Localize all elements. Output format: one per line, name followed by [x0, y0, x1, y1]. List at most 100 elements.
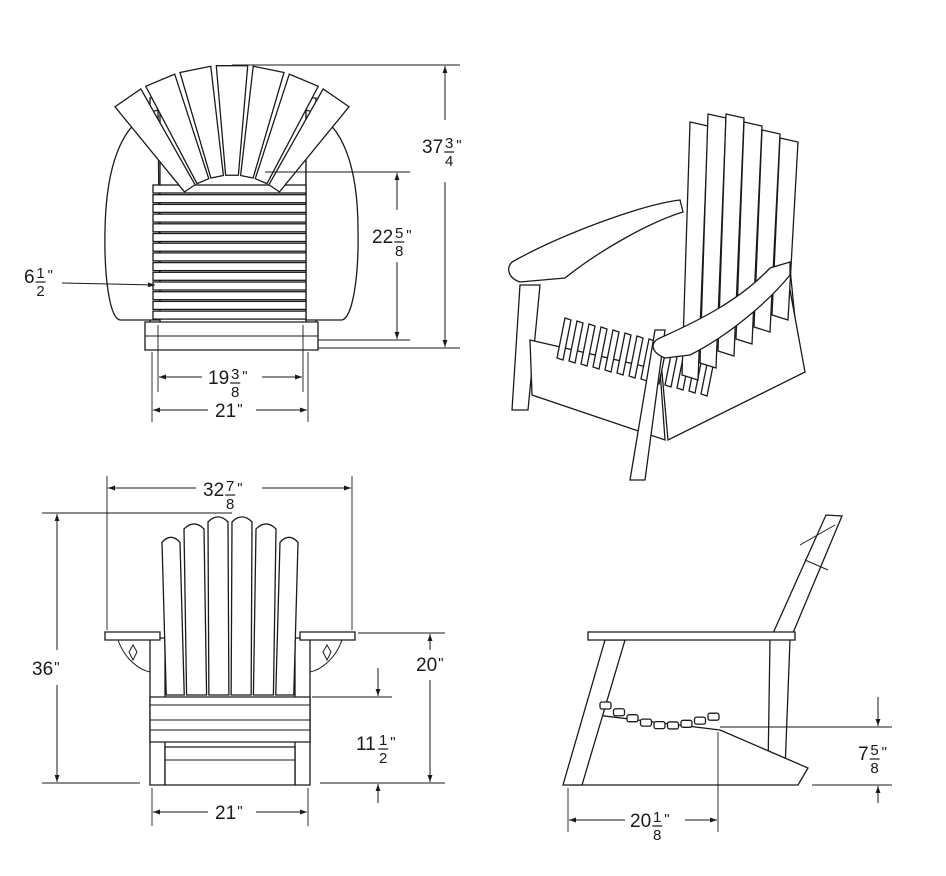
inch-mark: ": [456, 137, 461, 154]
right-arm: [652, 261, 791, 359]
seat-slat: [666, 721, 680, 730]
front-right-leg: [629, 329, 666, 481]
dimension-denominator: 8: [226, 496, 234, 513]
dimension-whole: 11: [356, 734, 376, 755]
dimension-whole: 21: [215, 803, 236, 824]
inch-mark: ": [54, 659, 59, 676]
left-arm: [104, 631, 161, 641]
inch-mark: ": [48, 267, 53, 284]
seat-slat: [152, 271, 307, 281]
dimension-whole: 6: [24, 267, 35, 288]
back-slat: [681, 121, 709, 381]
dimension-numerator: 3: [445, 135, 453, 152]
dimension-denominator: 8: [395, 243, 403, 260]
dimension-whole: 20: [630, 811, 651, 832]
seat-slat: [707, 712, 720, 721]
back-slat: [161, 536, 185, 696]
dimension-whole: 7: [858, 744, 869, 765]
back-slat: [144, 73, 210, 185]
back-slat: [215, 65, 249, 176]
inch-mark: ": [242, 368, 247, 385]
dimension-denominator: 8: [870, 760, 878, 777]
seat-slat: [152, 300, 307, 311]
dimension-label: 21": [215, 401, 243, 422]
dimension-numerator: 3: [231, 366, 239, 383]
inch-mark: ": [237, 803, 242, 820]
dimension-denominator: 8: [231, 384, 239, 401]
seat-slat: [639, 718, 653, 727]
seat-slat: [693, 716, 707, 725]
seat-slat: [628, 335, 644, 379]
dimension-label: 36": [32, 659, 60, 680]
seat-slat: [152, 184, 307, 194]
back-slat: [699, 113, 727, 369]
seat-slat: [152, 213, 307, 223]
back-slat: [717, 113, 745, 357]
seat-slat: [568, 320, 584, 364]
dimension-whole: 21: [215, 401, 236, 422]
front-view: [42, 476, 445, 826]
arm: [587, 631, 796, 641]
dimension-numerator: 1: [653, 809, 661, 826]
back-slat: [275, 536, 299, 696]
seat-slat: [152, 232, 307, 243]
right-arm: [305, 97, 359, 331]
dimension-whole: 20: [416, 655, 437, 676]
dimension-numerator: 5: [870, 742, 878, 759]
back-slat: [179, 65, 225, 179]
inch-mark: ": [406, 227, 411, 244]
back-slats: [681, 113, 799, 381]
dimension-label: 20": [416, 655, 444, 676]
seat-slat: [152, 261, 307, 272]
dimension-numerator: 7: [226, 478, 234, 495]
seat-slat: [152, 291, 307, 301]
seat-slat: [616, 332, 632, 376]
back-slat: [183, 523, 208, 696]
back-slat: [239, 65, 285, 179]
dimension-whole: 36: [32, 659, 53, 680]
dimension-label: 21": [215, 803, 243, 824]
side-view: [562, 514, 892, 832]
left-arm: [508, 199, 684, 283]
seat-slat: [152, 310, 307, 320]
inch-mark: ": [237, 401, 242, 418]
inch-mark: ": [664, 811, 669, 828]
seat-slat: [626, 714, 639, 723]
seat-slat: [152, 194, 307, 204]
back-slat: [114, 88, 196, 193]
seat-slat: [612, 708, 626, 717]
inch-mark: ": [438, 655, 443, 672]
seat-slat: [599, 701, 612, 710]
seat-slat: [580, 323, 596, 367]
back-fan: [161, 516, 299, 696]
seat-slat: [556, 317, 572, 361]
back-slat: [735, 121, 763, 345]
back-fan: [114, 65, 350, 193]
seat-slats: [599, 701, 720, 730]
dimension-denominator: 2: [36, 283, 44, 300]
inch-mark: ": [390, 734, 395, 751]
dimension-numerator: 1: [379, 732, 387, 749]
front-left-leg: [511, 284, 541, 411]
dimension-denominator: 8: [653, 827, 661, 844]
seat-slat: [680, 719, 693, 728]
dimension-whole: 22: [372, 227, 393, 248]
back-slat: [268, 88, 350, 193]
seat-slat: [152, 203, 307, 214]
top-view: [61, 64, 460, 422]
inch-mark: ": [882, 744, 887, 761]
seat-slat: [604, 329, 620, 373]
back-slat: [252, 523, 277, 696]
back-slat: [207, 516, 230, 696]
seat-slat: [152, 281, 307, 291]
seat-slat: [152, 242, 307, 252]
dimension-numerator: 1: [36, 265, 44, 282]
